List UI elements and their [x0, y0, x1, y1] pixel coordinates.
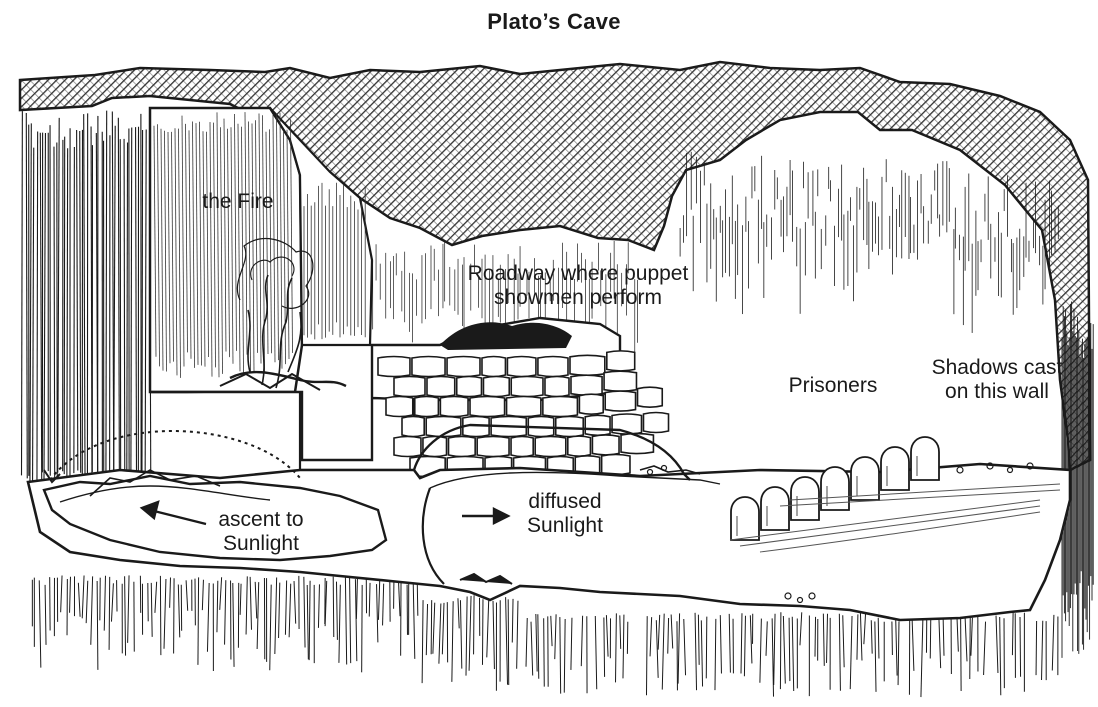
prisoner-figure [731, 497, 759, 540]
prisoner-figure [761, 487, 789, 530]
label-diffused-sunlight: diffused Sunlight [500, 490, 630, 537]
prisoner-figure [881, 447, 909, 490]
label-ascent-to-sunlight: ascent to Sunlight [192, 508, 330, 555]
label-prisoners: Prisoners [768, 374, 898, 398]
prisoner-figure [851, 457, 879, 500]
diagram-title: Plato’s Cave [474, 10, 634, 35]
label-fire: the Fire [178, 190, 298, 214]
prisoner-figure [911, 437, 939, 480]
stone-wall [378, 351, 669, 477]
label-roadway: Roadway where puppet showmen perform [418, 262, 738, 309]
label-shadows: Shadows cast on this wall [914, 356, 1080, 403]
